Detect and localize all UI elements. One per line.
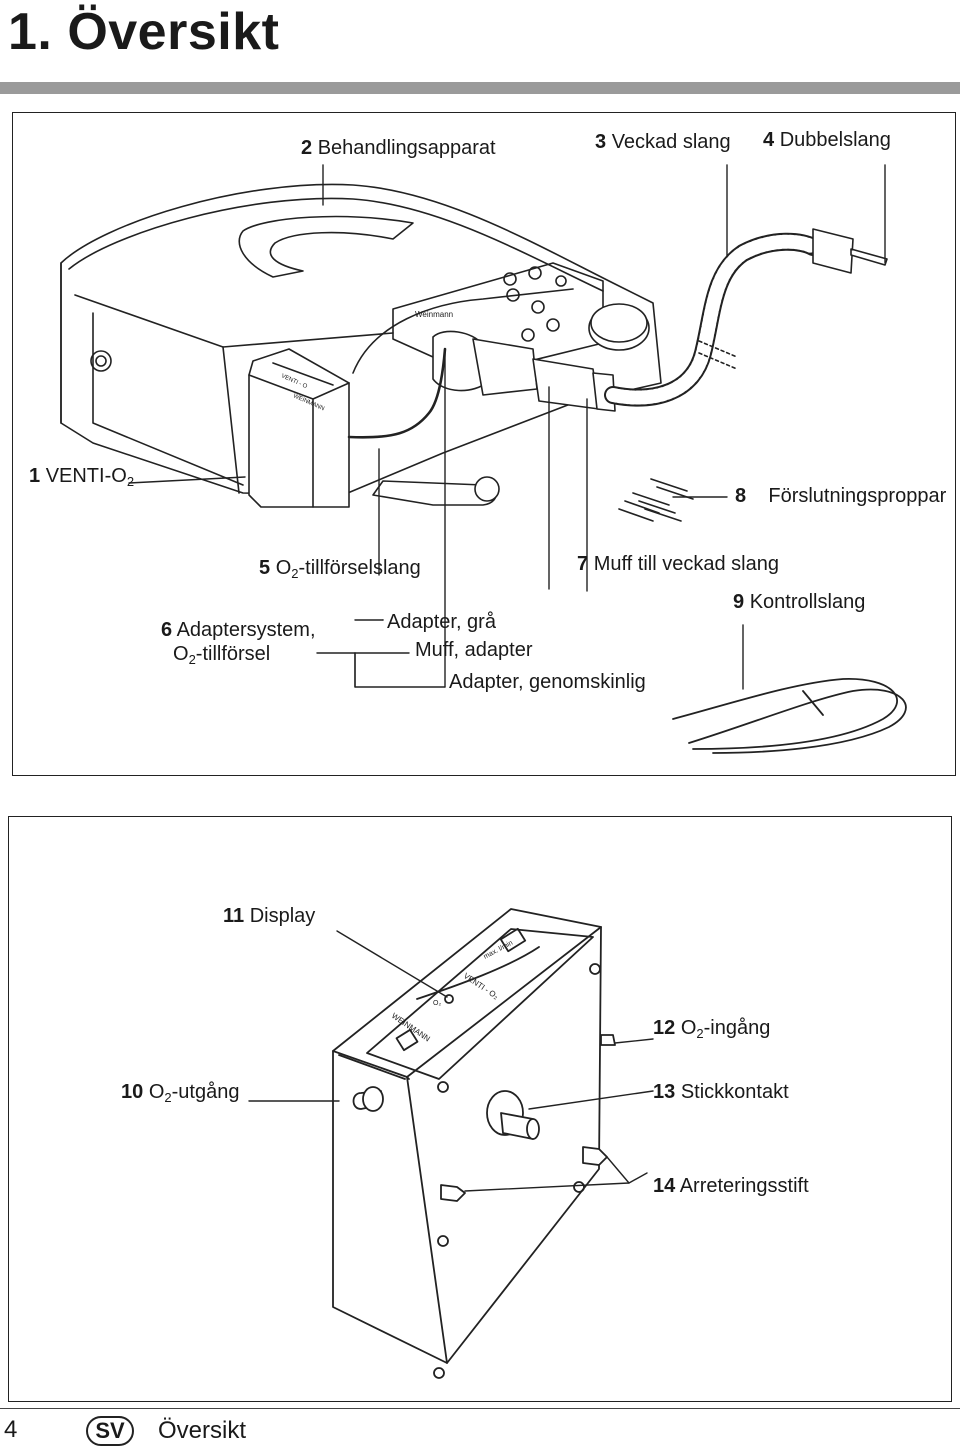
device-button-icon bbox=[528, 266, 542, 280]
venti-o2-detail-panel: max. l/min VENTI - O₂ O₂ WEINMANN bbox=[8, 816, 952, 1402]
display-led-icon bbox=[444, 994, 454, 1004]
callout-number: 4 bbox=[763, 129, 775, 151]
callout-text: Stickkontakt bbox=[680, 1081, 789, 1103]
label-plug-connector: 13 Stickkontakt bbox=[653, 1081, 789, 1103]
callout-number: 2 bbox=[301, 137, 313, 159]
corrugated-hose-drawing bbox=[604, 228, 888, 407]
callout-text: Adaptersystem, bbox=[176, 619, 316, 641]
screw-icon bbox=[433, 1367, 445, 1379]
sealing-plugs-drawing bbox=[618, 478, 694, 522]
title-rule bbox=[0, 82, 960, 94]
callout-text: Muff till veckad slang bbox=[593, 553, 779, 575]
callout-text: Display bbox=[249, 905, 316, 927]
display-window-icon bbox=[499, 927, 527, 953]
label-o2-supply: O2-tillförsel bbox=[173, 643, 271, 667]
page-number: 4 bbox=[4, 1416, 18, 1443]
page-title: 1. Översikt bbox=[8, 3, 280, 61]
callout-number: 7 bbox=[577, 553, 589, 575]
footer-rule bbox=[0, 1408, 960, 1409]
callout-text: Förslutningsproppar bbox=[768, 485, 947, 507]
label-adapter-transparent: Adapter, genomskinlig bbox=[449, 671, 646, 693]
label-sleeve-corrugated: 7 Muff till veckad slang bbox=[577, 553, 779, 575]
callout-text: -ingång bbox=[703, 1017, 771, 1039]
label-sealing-plugs: 8 Förslutningsproppar bbox=[735, 485, 946, 507]
callout-text: Behandlingsapparat bbox=[317, 137, 496, 159]
callout-text: O bbox=[148, 1081, 165, 1103]
callout-text: Kontrollslang bbox=[749, 591, 866, 613]
subscript: 2 bbox=[291, 566, 299, 581]
language-badge: SV bbox=[86, 1416, 134, 1446]
locking-pin-icon bbox=[440, 1184, 466, 1202]
connectors-drawing bbox=[352, 1034, 616, 1202]
device-button-icon bbox=[521, 328, 535, 342]
subscript: 2 bbox=[126, 474, 135, 489]
callout-text: Veckad slang bbox=[611, 131, 731, 153]
footer-section-name: Översikt bbox=[158, 1417, 247, 1444]
label-venti-o2: 1 VENTI-O2 bbox=[29, 465, 135, 489]
subscript: 2 bbox=[164, 1090, 172, 1105]
device-button-icon bbox=[506, 288, 520, 302]
overview-panel: Weinmann bbox=[12, 112, 956, 776]
locking-pin-icon bbox=[582, 1146, 608, 1166]
page-footer: 4 SV Översikt bbox=[0, 1416, 960, 1450]
callout-text: -tillförselslang bbox=[298, 557, 421, 579]
callout-text: Arreteringsstift bbox=[679, 1175, 809, 1197]
label-double-hose: 4 Dubbelslang bbox=[763, 129, 891, 151]
label-display: 11 Display bbox=[223, 905, 315, 927]
screw-icon bbox=[437, 1081, 449, 1093]
label-o2-inlet: 12 O2-ingång bbox=[653, 1017, 771, 1041]
label-corrugated-hose: 3 Veckad slang bbox=[595, 131, 731, 153]
callout-number: 5 bbox=[259, 557, 271, 579]
therapy-device-drawing: Weinmann bbox=[60, 183, 662, 506]
callout-lines bbox=[128, 164, 886, 690]
label-treatment-device: 2 Behandlingsapparat bbox=[301, 137, 496, 159]
label-o2-supply-hose: 5 O2-tillförselslang bbox=[259, 557, 421, 581]
callout-text: O bbox=[173, 643, 189, 665]
o2-symbol-icon bbox=[395, 1028, 419, 1052]
device-button-icon bbox=[503, 272, 517, 286]
callout-number: 14 bbox=[653, 1175, 676, 1197]
label-o2-outlet: 10 O2-utgång bbox=[121, 1081, 240, 1105]
venti-o2-detail-illustration: max. l/min VENTI - O₂ O₂ WEINMANN bbox=[248, 908, 654, 1379]
callout-number: 6 bbox=[161, 619, 173, 641]
device-button-icon bbox=[546, 318, 560, 332]
callout-number: 11 bbox=[223, 905, 245, 927]
callout-text: -utgång bbox=[171, 1081, 240, 1103]
device-button-icon bbox=[555, 275, 567, 287]
device-brand-text: Weinmann bbox=[415, 310, 453, 319]
label-adapter-grey: Adapter, grå bbox=[387, 611, 496, 633]
callout-text: O bbox=[275, 557, 292, 579]
callout-text: VENTI-O bbox=[45, 465, 127, 487]
callout-number: 9 bbox=[733, 591, 745, 613]
label-locking-pin: 14 Arreteringsstift bbox=[653, 1175, 809, 1197]
label-control-tube: 9 Kontrollslang bbox=[733, 591, 865, 613]
screw-icon bbox=[589, 963, 601, 975]
o2-inlet-icon bbox=[600, 1034, 616, 1046]
callout-number: 10 bbox=[121, 1081, 144, 1103]
callout-text: O bbox=[680, 1017, 697, 1039]
module-top-text: O₂ bbox=[433, 1000, 441, 1007]
callout-text: Dubbelslang bbox=[779, 129, 891, 151]
callout-lines bbox=[248, 930, 654, 1192]
device-illustration: Weinmann bbox=[60, 164, 907, 754]
venti-o2-module-drawing: VENTI - O WEINMANN bbox=[248, 347, 447, 508]
device-button-icon bbox=[531, 300, 545, 314]
callout-number: 1 bbox=[29, 465, 41, 487]
venti-o2-box-drawing: max. l/min VENTI - O₂ O₂ WEINMANN bbox=[332, 908, 602, 1379]
control-tube-drawing bbox=[672, 678, 907, 754]
callout-text: -tillförsel bbox=[195, 643, 271, 665]
callout-number: 3 bbox=[595, 131, 607, 153]
label-adapter-system: 6 Adaptersystem, bbox=[161, 619, 316, 641]
callout-number: 12 bbox=[653, 1017, 676, 1039]
callout-number: 8 bbox=[735, 485, 747, 507]
screw-icon bbox=[437, 1235, 449, 1247]
label-sleeve-adapter: Muff, adapter bbox=[415, 639, 533, 661]
subscript: 2 bbox=[188, 652, 196, 667]
subscript: 2 bbox=[696, 1026, 704, 1041]
callout-number: 13 bbox=[653, 1081, 676, 1103]
screw-icon bbox=[573, 1181, 585, 1193]
